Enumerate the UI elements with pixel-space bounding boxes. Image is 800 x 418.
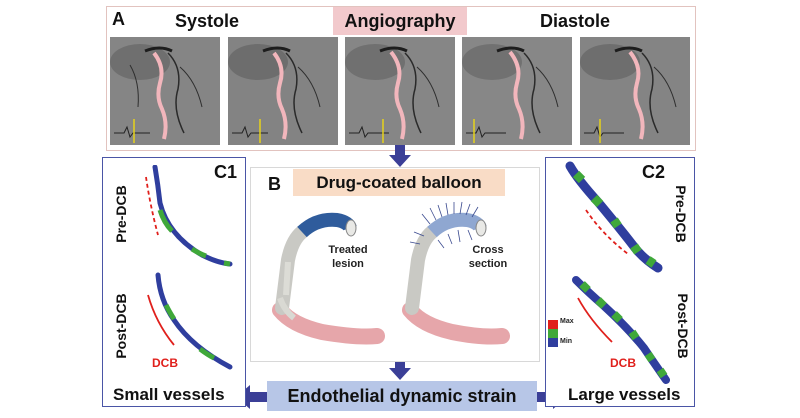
cross-section-label: Cross section: [468, 244, 508, 270]
endothelial-dynamic-strain-label: Endothelial dynamic strain: [267, 381, 537, 411]
c1-dcb-label: DCB: [152, 356, 178, 370]
panel-a-letter: A: [112, 9, 125, 29]
large-vessels-label: Large vessels: [568, 385, 681, 404]
c2-vessel-models: [548, 161, 670, 384]
dcb-title: Drug-coated balloon: [293, 169, 505, 196]
panel-c2-letter: C2: [642, 162, 666, 182]
c1-post-label: Post-DCB: [113, 293, 129, 359]
legend-max: Max: [560, 318, 574, 325]
angiography-frame: [110, 37, 220, 145]
treated-lesion-model: [272, 212, 385, 345]
cross-section-model: [402, 201, 510, 345]
panel-c1-letter: C1: [214, 162, 238, 182]
panel-b-letter: B: [268, 174, 281, 194]
small-vessels-label: Small vessels: [113, 385, 225, 404]
treated-lesion-label: Treated lesion: [328, 244, 368, 270]
c1-vessel-models: [145, 165, 233, 370]
arrow-down-to-eds: [389, 358, 411, 380]
legend-min: Min: [560, 338, 573, 345]
c2-dcb-label: DCB: [610, 356, 636, 370]
arrow-down-to-b: [389, 145, 411, 167]
angiography-title: Angiography: [333, 7, 467, 35]
angiography-frame: [462, 37, 572, 145]
systole-label: Systole: [175, 11, 240, 31]
panel-c2-large-vessels: [545, 157, 695, 407]
c1-pre-label: Pre-DCB: [113, 185, 129, 243]
angiography-frame: [345, 37, 455, 145]
angiography-frame: [228, 37, 338, 145]
diastole-label: Diastole: [540, 11, 611, 31]
angiography-frame: [580, 37, 690, 145]
